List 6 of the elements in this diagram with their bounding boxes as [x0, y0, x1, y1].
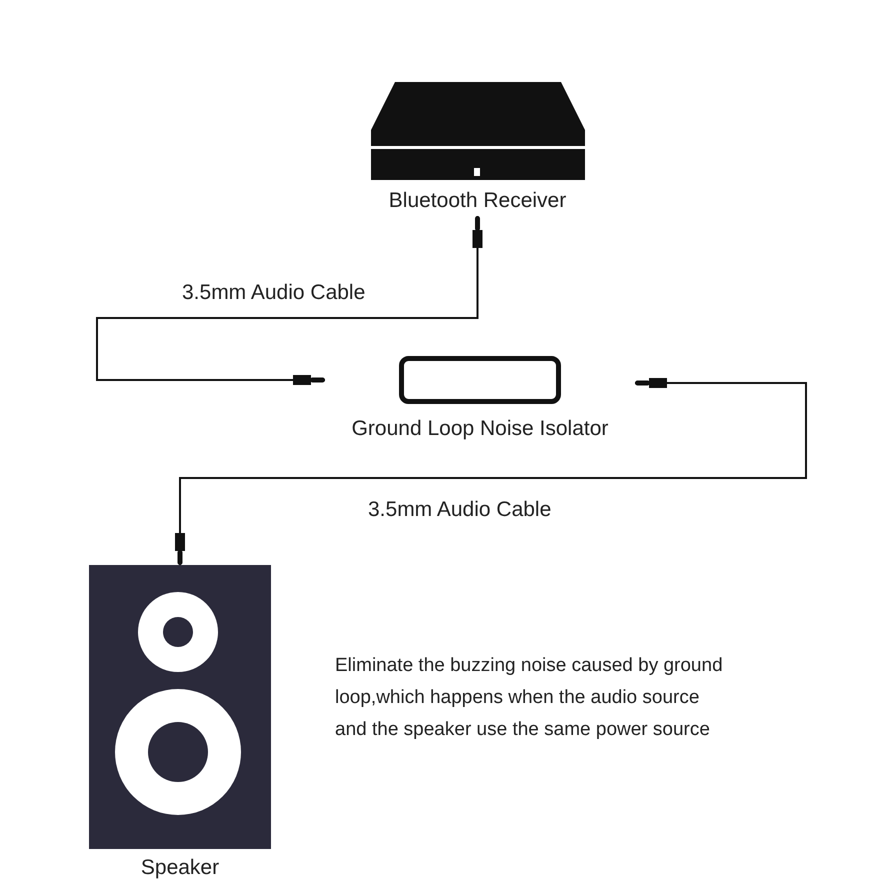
audio-cable: [96, 216, 482, 385]
device-label: Ground Loop Noise Isolator: [352, 416, 608, 442]
note-text: Eliminate the buzzing noise caused by ground loop,which happens when the audio source and the speaker use the same power source: [335, 654, 724, 742]
device-label: Speaker: [140, 855, 220, 881]
device-label: Bluetooth Receiver: [388, 188, 566, 214]
audio-cable: [175, 378, 807, 565]
